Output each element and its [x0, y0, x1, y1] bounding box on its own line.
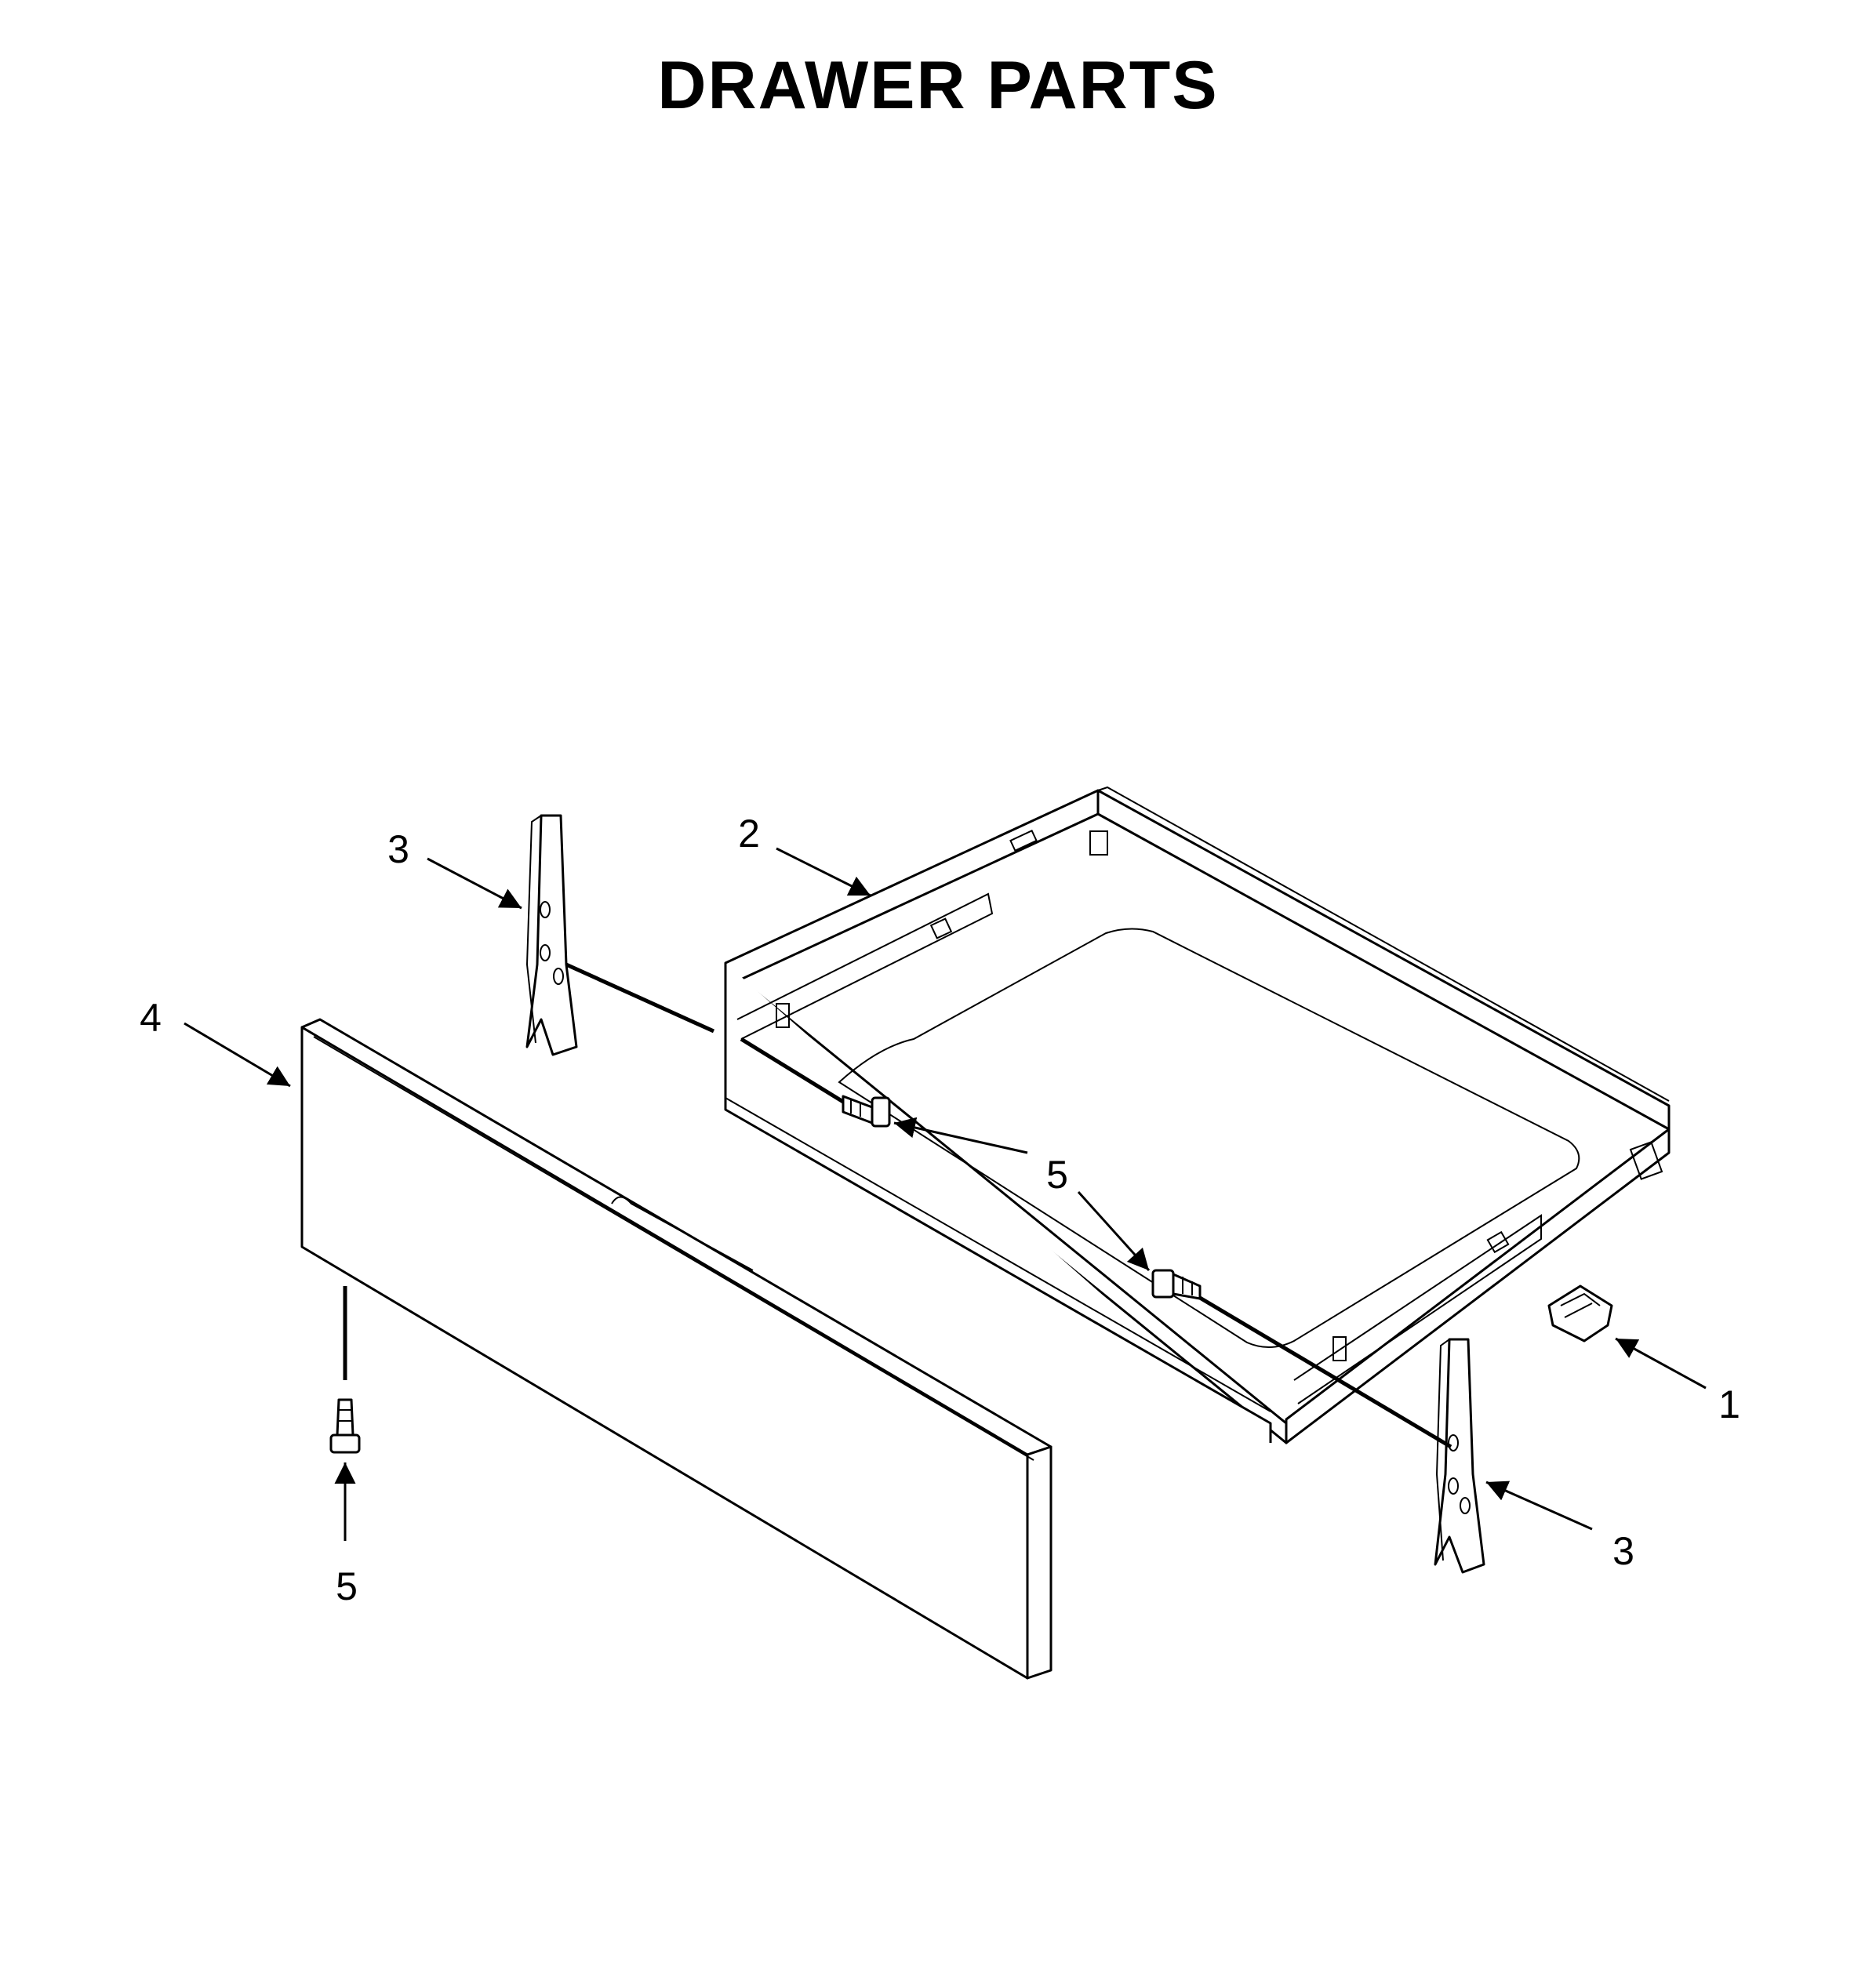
- page-title: DRAWER PARTS: [657, 48, 1218, 123]
- callout-5-center: 5: [1046, 1153, 1068, 1197]
- leader-5-right: [1077, 1190, 1151, 1272]
- leader-3-right: [1485, 1481, 1593, 1531]
- callout-3-right: 3: [1612, 1529, 1634, 1573]
- leader-5-center: [893, 1117, 1028, 1154]
- leader-2: [776, 847, 871, 897]
- drawer-glide-clip: [1547, 1284, 1613, 1343]
- drawer-side-bracket-right: [1434, 1338, 1485, 1574]
- assembly-line-center: [740, 1037, 845, 1104]
- callout-2: 2: [738, 812, 760, 856]
- screw-center: [842, 1095, 891, 1128]
- screw-right: [1151, 1269, 1202, 1300]
- leader-4: [184, 1022, 291, 1088]
- callout-1: 1: [1718, 1382, 1740, 1426]
- callout-4: 4: [140, 996, 162, 1040]
- leader-1: [1615, 1337, 1707, 1390]
- screw-bottom: [329, 1398, 361, 1454]
- callout-3-left: 3: [387, 827, 409, 871]
- leader-3-left: [427, 857, 522, 910]
- drawer-front-panel: [300, 1018, 1053, 1680]
- callout-5-bottom: 5: [336, 1564, 358, 1608]
- drawer-side-bracket-left: [525, 814, 578, 1056]
- drawer-body: [724, 786, 1671, 1444]
- assembly-line-left: [565, 962, 715, 1034]
- assembly-line-right: [1198, 1295, 1452, 1449]
